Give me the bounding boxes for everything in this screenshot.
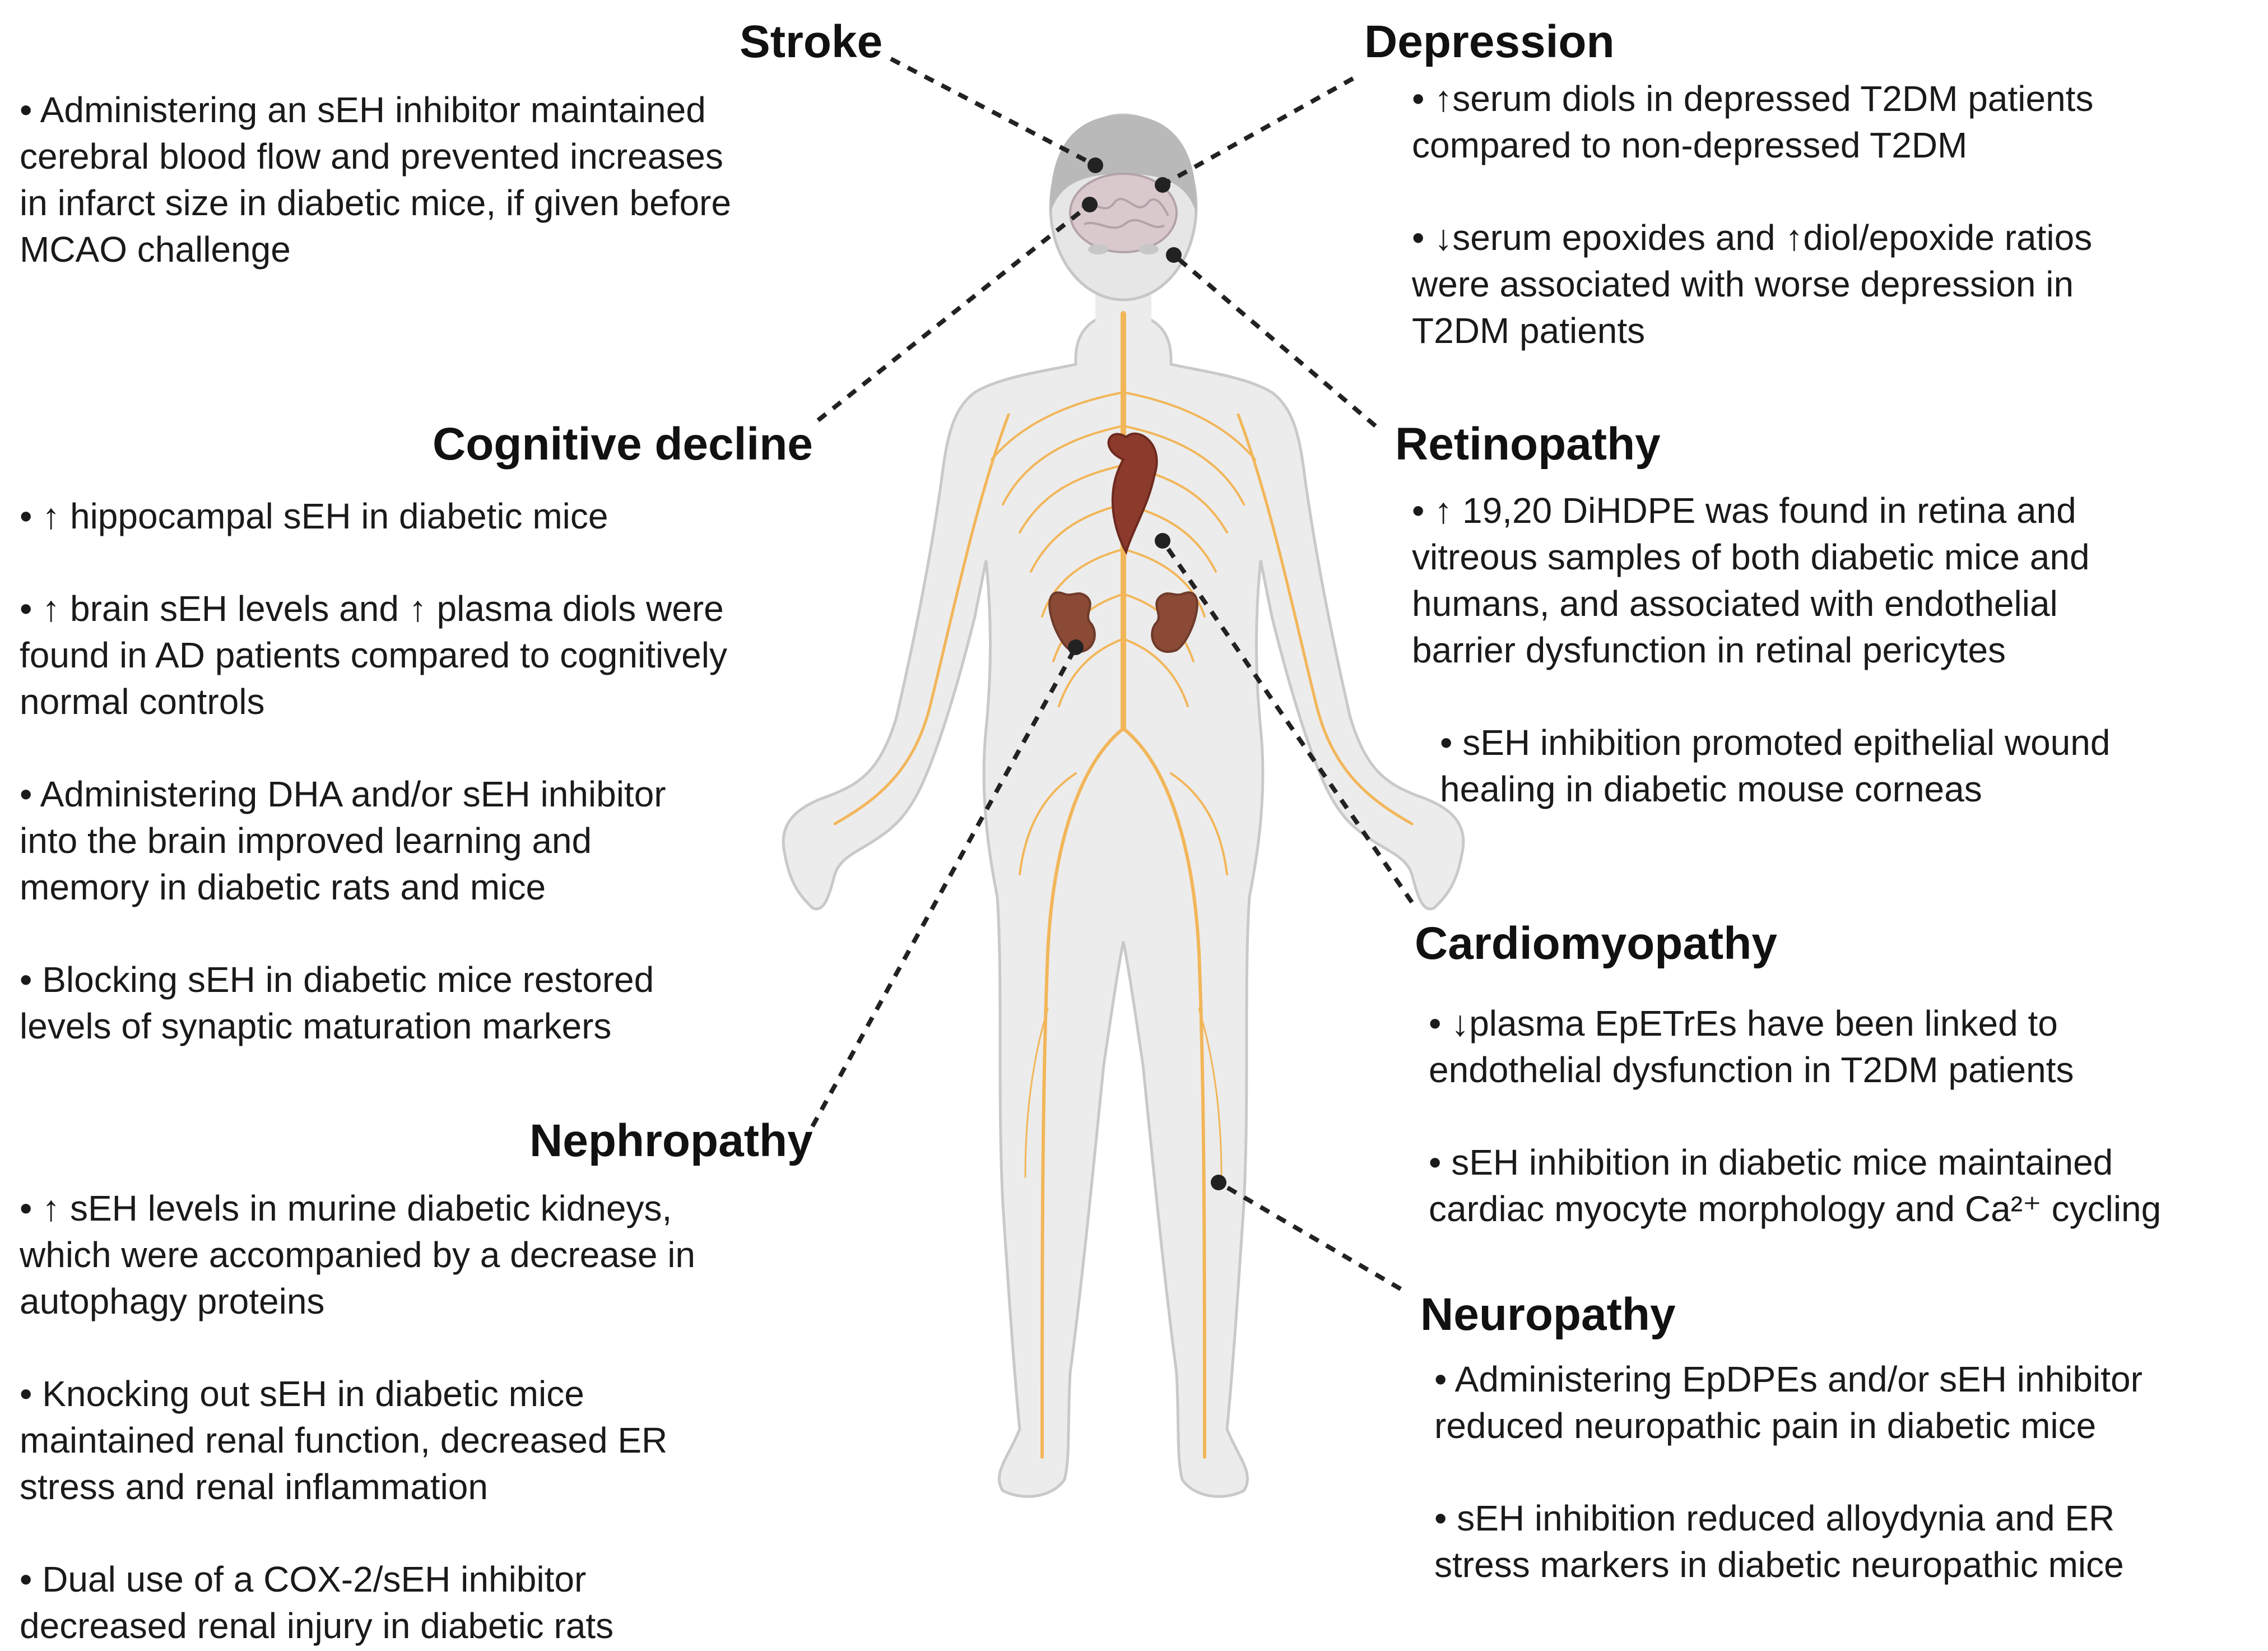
depression-heading: Depression bbox=[1364, 16, 1615, 67]
depression-bullet: • ↑serum diols in depressed T2DM patient… bbox=[1412, 78, 2094, 165]
nephropathy-bullet: • ↑ sEH levels in murine diabetic kidney… bbox=[20, 1188, 695, 1321]
nephropathy-heading: Nephropathy bbox=[529, 1115, 813, 1166]
depression-bullets: • ↑serum diols in depressed T2DM patient… bbox=[1412, 76, 2252, 354]
cognitive-leader bbox=[816, 202, 1091, 423]
retinopathy-bullets: • ↑ 19,20 DiHDPE was found in retina and… bbox=[1412, 488, 2252, 813]
neuropathy-bullets: • Administering EpDPEs and/or sEH inhibi… bbox=[1434, 1356, 2258, 1588]
cognitive-decline-heading: Cognitive decline bbox=[433, 419, 813, 470]
stroke-bullets: • Administering an sEH inhibitor maintai… bbox=[20, 87, 871, 273]
cardiomyopathy-heading: Cardiomyopathy bbox=[1415, 918, 1777, 969]
hair bbox=[1050, 115, 1197, 213]
right-kidney bbox=[1151, 591, 1198, 653]
cardiomyopathy-bullets: • ↓plasma EpETrEs have been linked to en… bbox=[1429, 1000, 2258, 1232]
heart bbox=[1107, 432, 1158, 555]
retinopathy-heading: Retinopathy bbox=[1395, 419, 1661, 470]
left-eye bbox=[1088, 244, 1108, 254]
cognitive-decline-bullet: • ↑ brain sEH levels and ↑ plasma diols … bbox=[20, 588, 727, 722]
nephropathy-bullets: • ↑ sEH levels in murine diabetic kidney… bbox=[20, 1185, 871, 1649]
leader-lines bbox=[810, 57, 1414, 1291]
depression-bullet: • ↓serum epoxides and ↑diol/epoxide rati… bbox=[1412, 217, 2093, 351]
cardiomyopathy-leader bbox=[1160, 539, 1414, 904]
cognitive-decline-bullets: • ↑ hippocampal sEH in diabetic mice • ↑… bbox=[20, 493, 877, 1050]
retinopathy-bullet: • ↑ 19,20 DiHDPE was found in retina and… bbox=[1412, 490, 2090, 670]
left-kidney bbox=[1048, 591, 1096, 653]
brain bbox=[1069, 173, 1178, 253]
nephropathy-bullet: • Knocking out sEH in diabetic mice main… bbox=[20, 1374, 668, 1507]
cardiomyopathy-bullet: • ↓plasma EpETrEs have been linked to en… bbox=[1429, 1003, 2074, 1090]
neuropathy-leader bbox=[1217, 1180, 1402, 1291]
cognitive-decline-bullet: • Administering DHA and/or sEH inhibitor… bbox=[20, 774, 666, 907]
cognitive-decline-bullet: • Blocking sEH in diabetic mice restored… bbox=[20, 959, 654, 1046]
neuropathy-heading: Neuropathy bbox=[1420, 1289, 1676, 1340]
cognitive-decline-bullet: • ↑ hippocampal sEH in diabetic mice bbox=[20, 496, 608, 536]
nervous-system bbox=[833, 311, 1414, 1459]
nephropathy-bullet: • Dual use of a COX-2/sEH inhibitor decr… bbox=[20, 1559, 614, 1646]
stroke-leader bbox=[890, 57, 1096, 168]
stroke-bullet: • Administering an sEH inhibitor maintai… bbox=[20, 90, 731, 270]
stroke-heading: Stroke bbox=[740, 16, 883, 67]
cardiomyopathy-bullet: • sEH inhibition in diabetic mice mainta… bbox=[1429, 1142, 2162, 1229]
right-eye bbox=[1138, 244, 1159, 254]
neuropathy-bullet: • Administering EpDPEs and/or sEH inhibi… bbox=[1434, 1359, 2142, 1446]
leader-endpoints bbox=[1068, 157, 1226, 1190]
retinopathy-bullet: • sEH inhibition promoted epithelial wou… bbox=[1440, 722, 2111, 809]
neuropathy-bullet: • sEH inhibition reduced alloydynia and … bbox=[1434, 1498, 2124, 1585]
retinopathy-leader bbox=[1172, 253, 1377, 428]
nephropathy-leader bbox=[810, 646, 1078, 1128]
